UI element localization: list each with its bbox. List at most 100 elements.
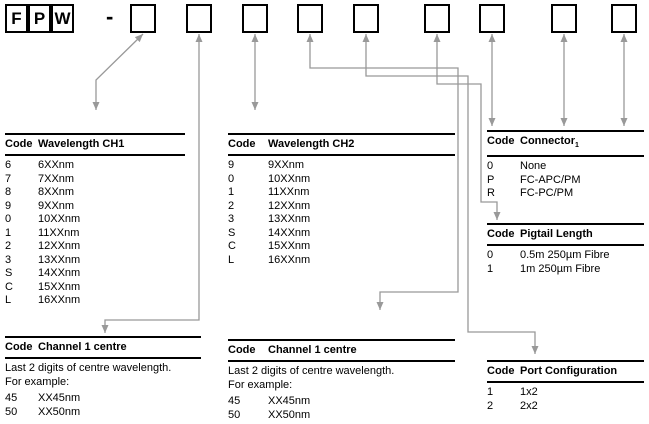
row-value: 9XXnm (268, 159, 305, 171)
row-code: 9 (228, 159, 235, 171)
row-code: 3 (228, 213, 235, 225)
row-value: 15XXnm (38, 280, 81, 293)
row-code: 45 (228, 395, 241, 407)
code-column-header: Code (487, 365, 515, 377)
table-title: Channel 1 centre (38, 341, 127, 353)
note-line: For example: (228, 378, 293, 391)
connector-line (309, 34, 459, 310)
table-title: Wavelength CH1 (38, 138, 125, 150)
code-box (353, 4, 379, 33)
code-column-header: Code (228, 344, 256, 356)
table-row: 9 9XXnm (5, 200, 185, 214)
row-value: 9XXnm (38, 199, 75, 212)
code-box (479, 4, 505, 33)
row-value: 7XXnm (38, 172, 75, 185)
arrowhead (433, 34, 441, 42)
connector-line (95, 33, 144, 110)
table-row: C 15XXnm (5, 281, 185, 295)
row-code: 0 (5, 213, 12, 225)
code-column-header: Code (5, 138, 33, 150)
code-box (424, 4, 450, 33)
table-row: 2 12XXnm (228, 200, 455, 214)
prefix-letter-box: P (28, 4, 51, 33)
row-value: 1m 250µm Fibre (520, 262, 601, 275)
table-title: Wavelength CH2 (268, 138, 355, 150)
arrowhead (620, 118, 628, 126)
row-value: XX50nm (38, 405, 81, 418)
arrowhead (251, 34, 259, 42)
table-header: Code Channel 1 centre (5, 336, 201, 359)
footnote-mark: 1 (575, 142, 579, 150)
table-row: C 15XXnm (228, 240, 455, 254)
part-number-separator: - (106, 4, 114, 29)
row-value: 8XXnm (38, 186, 75, 198)
row-value: 15XXnm (268, 240, 311, 252)
table-title: Channel 1 centre (268, 344, 357, 356)
arrowhead (306, 34, 314, 42)
arrowhead (560, 118, 568, 126)
arrowhead (488, 118, 496, 126)
row-code: 0 (228, 172, 235, 185)
arrowhead (195, 34, 203, 42)
row-value: 2x2 (520, 399, 538, 412)
table-channel1-centre: Code Channel 1 centre Last 2 digits of ce… (5, 336, 201, 419)
code-box (551, 4, 577, 33)
row-value: None (520, 160, 547, 173)
row-code: 9 (5, 199, 12, 212)
arrowhead (531, 346, 539, 354)
row-value: FC-APC/PM (520, 173, 581, 186)
table-notes: Last 2 digits of centre wavelength. For … (5, 362, 201, 389)
table-row: 0 10XXnm (5, 213, 185, 227)
row-code: 8 (5, 186, 12, 198)
row-value: 13XXnm (38, 253, 81, 266)
prefix-letter-box: F (5, 4, 28, 33)
row-code: 2 (228, 199, 235, 212)
arrowhead (376, 302, 384, 310)
row-value: 12XXnm (38, 240, 81, 252)
row-code: C (5, 280, 13, 293)
code-column-header: Code (487, 228, 515, 240)
table-header: Code Port Configuration (487, 360, 644, 383)
row-code: 6 (5, 159, 12, 171)
row-code: S (228, 226, 236, 239)
table-row: 9 9XXnm (228, 159, 455, 173)
row-value: 10XXnm (38, 213, 81, 225)
row-code: 0 (487, 160, 494, 173)
arrowhead (493, 212, 501, 220)
arrowhead (92, 102, 100, 110)
row-value: 12XXnm (268, 199, 311, 212)
code-column-header: Code (228, 138, 256, 150)
connector-line (436, 34, 498, 220)
code-box (186, 4, 212, 33)
table-title: Port Configuration (520, 365, 618, 377)
code-column-header: Code (5, 341, 33, 353)
row-code: 1 (228, 186, 235, 198)
row-code: C (228, 240, 236, 252)
table-header: Code Wavelength CH1 (5, 133, 185, 156)
